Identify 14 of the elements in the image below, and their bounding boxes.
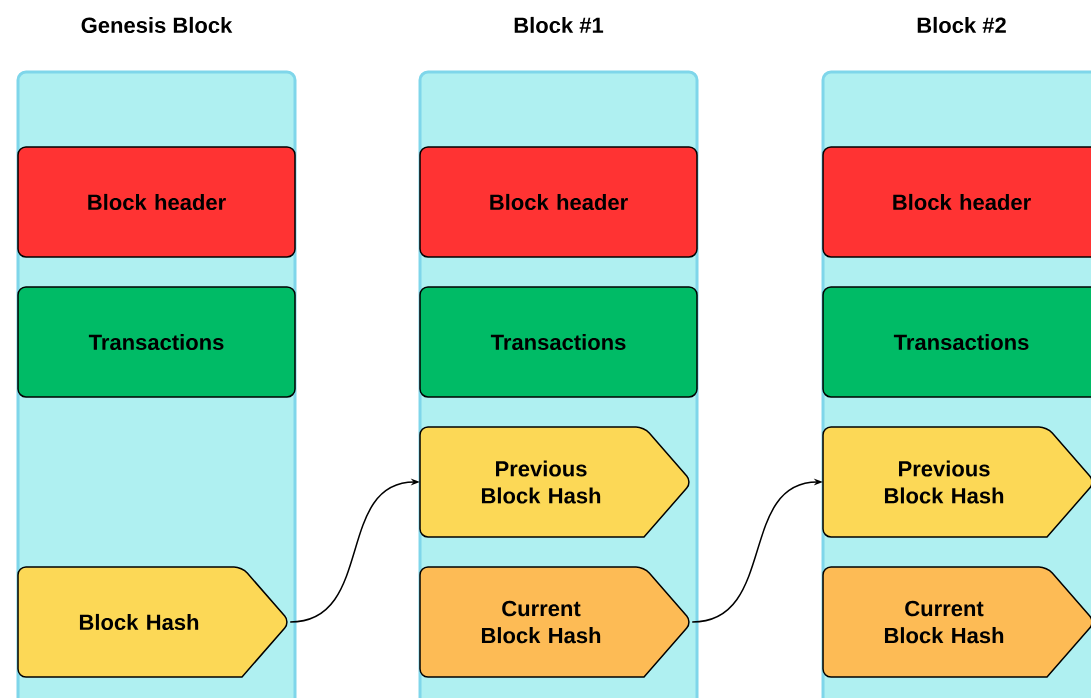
header-box: Block header [17, 146, 296, 258]
transactions-box: Transactions [17, 286, 296, 398]
block-title: Genesis Block [81, 16, 233, 34]
hash-tag: Block Hash [17, 566, 288, 678]
transactions-box: Transactions [822, 286, 1091, 398]
hash-tag: Current Block Hash [419, 566, 690, 678]
header-box: Block header [822, 146, 1091, 258]
header-box: Block header [419, 146, 698, 258]
hash-tag: Previous Block Hash [419, 426, 690, 538]
block-title: Block #1 [514, 16, 604, 34]
block-title: Block #2 [917, 16, 1006, 34]
transactions-box: Transactions [419, 286, 698, 398]
hash-tag: Current Block Hash [822, 566, 1091, 678]
hash-tag: Previous Block Hash [822, 426, 1091, 538]
